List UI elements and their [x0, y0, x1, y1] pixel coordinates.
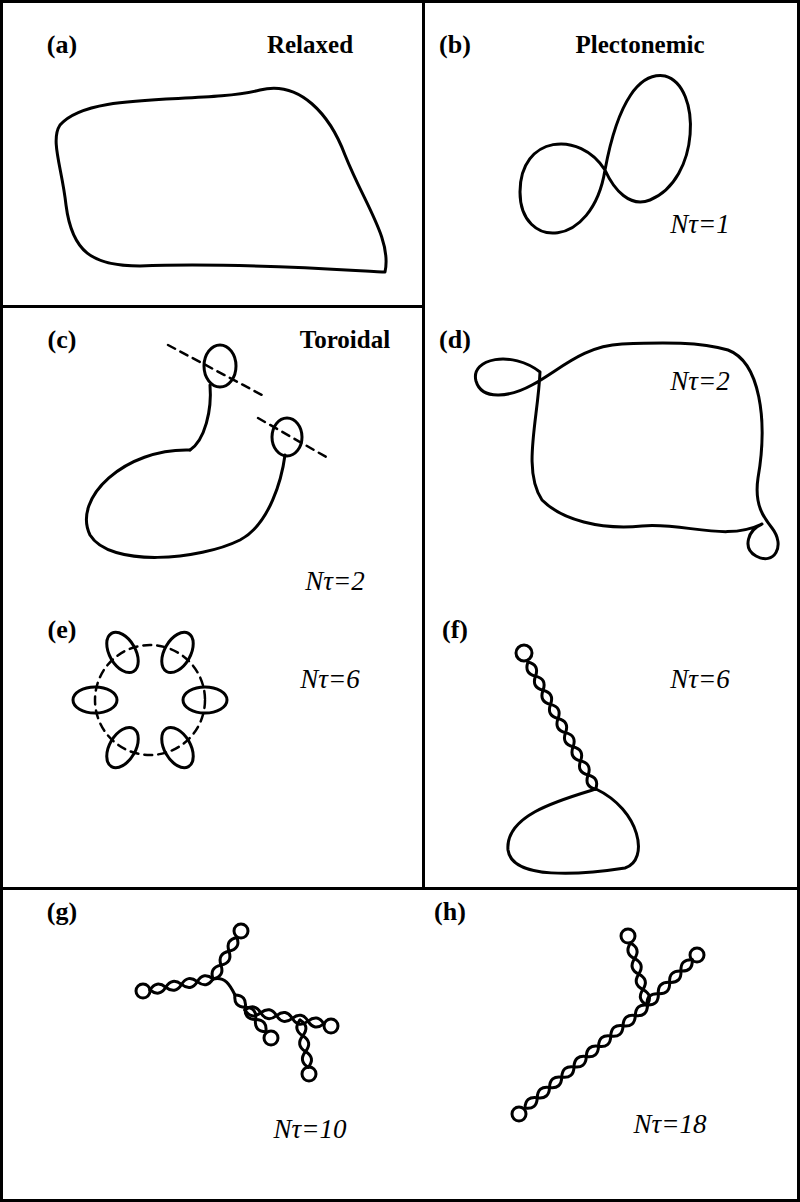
end-loop — [302, 1067, 316, 1081]
panel-heading: Toroidal — [300, 326, 390, 354]
toroidal-coil — [272, 418, 302, 456]
plectonemic-loop — [475, 343, 778, 559]
toroidal-coil — [155, 722, 200, 773]
twist-count: Nτ=6 — [670, 665, 729, 695]
interwound-segment — [209, 935, 241, 981]
toroidal-axis — [168, 345, 262, 395]
panel-letter: (d) — [439, 326, 471, 355]
panel-heading: Plectonemic — [575, 31, 704, 59]
panel-letter: (b) — [439, 31, 471, 60]
twist-count: Nτ=6 — [300, 665, 359, 695]
interwound-segment — [644, 957, 696, 1009]
interwound-segment — [149, 974, 214, 994]
relaxed-loop — [56, 88, 386, 272]
interwound-segment — [296, 1019, 313, 1068]
end-loop — [512, 1107, 526, 1121]
panel-letter: (f) — [442, 616, 468, 645]
end-loop — [516, 645, 532, 661]
panel-letter: (h) — [434, 898, 466, 927]
panel-letter: (g) — [47, 898, 77, 927]
end-loop — [264, 1031, 278, 1045]
twist-count: Nτ=10 — [274, 1115, 347, 1145]
panel-letter: (a) — [47, 31, 77, 60]
toroidal-coil — [155, 627, 200, 678]
interwound-segment — [524, 660, 600, 791]
panel-heading: Relaxed — [267, 31, 353, 59]
panel-letter: (c) — [48, 326, 77, 355]
plectonemic-link — [213, 978, 235, 995]
interwound-segment — [522, 1002, 650, 1112]
toroidal-loop — [190, 385, 210, 450]
toroidal-coil — [183, 687, 227, 713]
interwound-segment — [244, 1006, 324, 1029]
end-loop — [324, 1019, 338, 1033]
plectonemic-loop — [520, 76, 690, 233]
toroidal-coil — [100, 722, 145, 773]
end-loop — [136, 984, 150, 998]
plectonemic-loop — [508, 789, 639, 873]
toroidal-coil — [73, 687, 117, 713]
interwound-segment — [232, 992, 270, 1035]
toroidal-coil — [100, 627, 145, 678]
twist-count: Nτ=2 — [305, 567, 364, 597]
panel-box: (g) Nτ=10 (h) Nτ=18 — [0, 887, 800, 1202]
panel-letter: (e) — [48, 616, 77, 645]
toroidal-loop — [86, 450, 285, 557]
twist-count: Nτ=18 — [634, 1110, 707, 1140]
panel-box: (c) ToroidalNτ=2 (e) Nτ=6 — [0, 305, 425, 890]
panel-box: (a) Relaxed — [0, 0, 425, 308]
twist-count: Nτ=2 — [670, 367, 729, 397]
end-loop — [621, 929, 635, 943]
end-loop — [234, 924, 248, 938]
toroidal-axis — [258, 418, 328, 458]
twist-count: Nτ=1 — [670, 210, 729, 240]
end-loop — [690, 948, 704, 962]
